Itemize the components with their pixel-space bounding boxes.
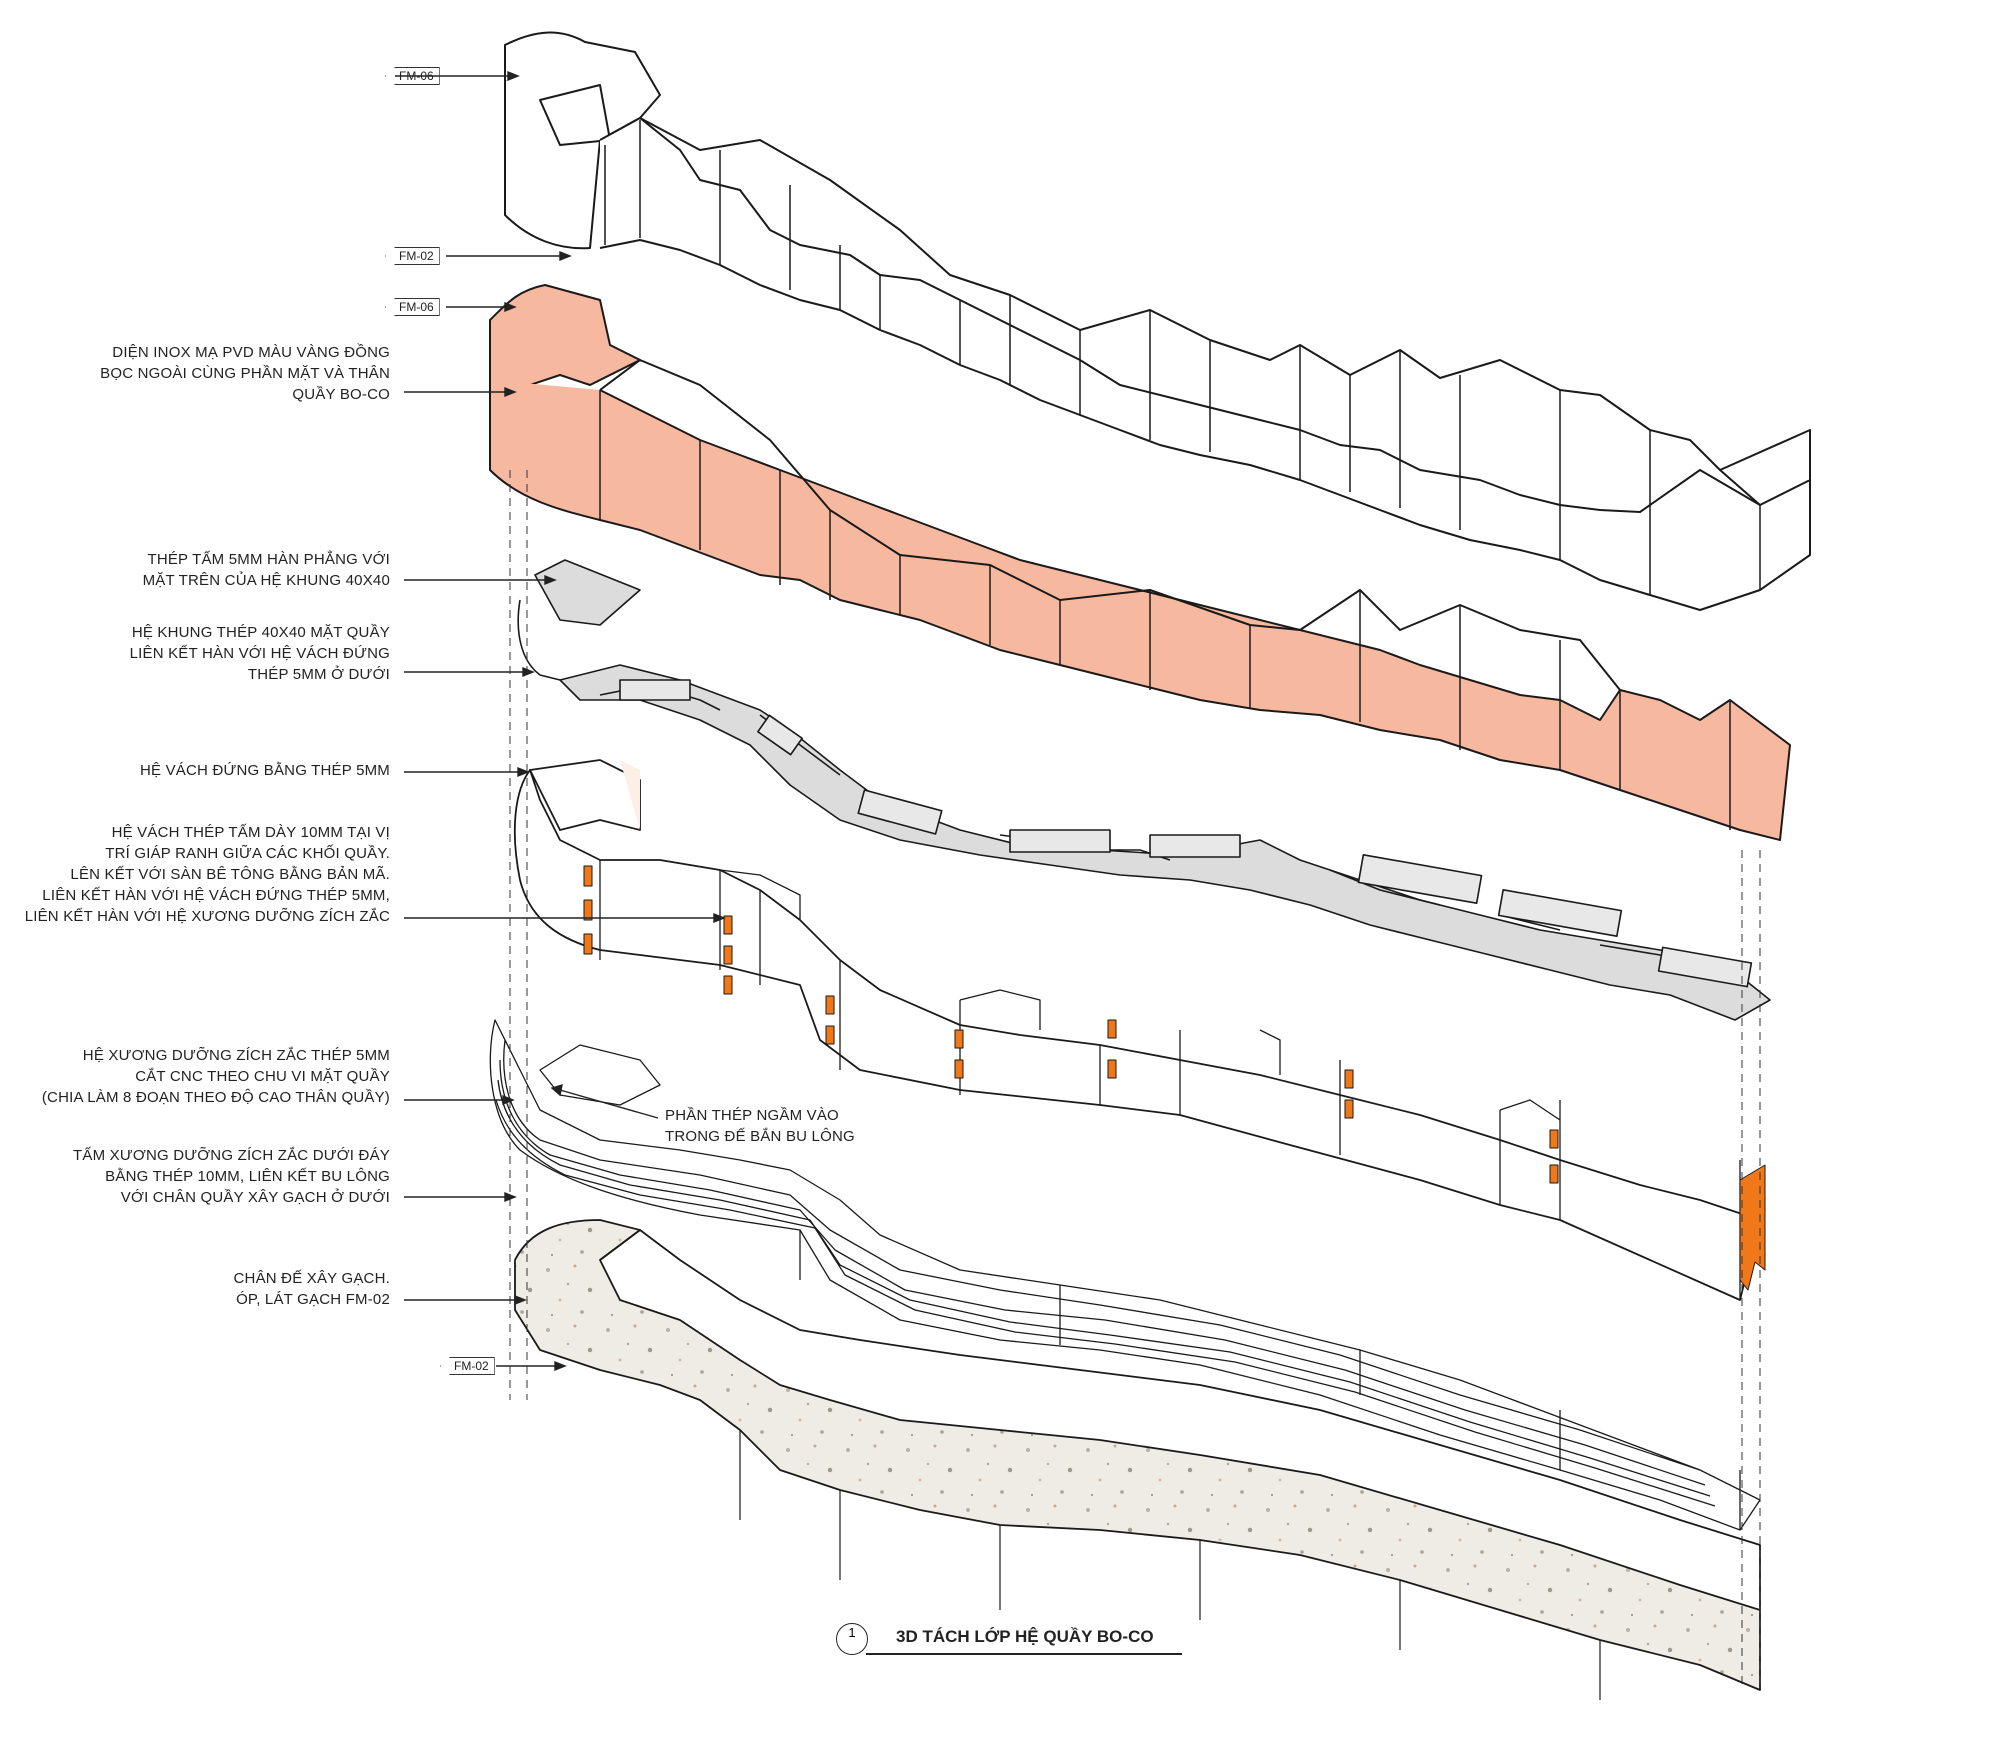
note-line: LÊN KẾT VỚI SÀN BÊ TÔNG BẰNG BẢN MÃ. — [70, 866, 390, 883]
alignment-lines — [509, 470, 1761, 1690]
note-line: ÓP, LÁT GẠCH FM-02 — [236, 1291, 390, 1308]
note-line: MẶT TRÊN CỦA HỆ KHUNG 40X40 — [142, 572, 390, 589]
note-line: LIÊN KẾT HÀN VỚI HỆ VÁCH ĐỨNG — [129, 645, 390, 662]
material-tag-fm06-skin: FM-06 — [385, 298, 440, 316]
note-line: CẮT CNC THEO CHU VI MẶT QUẦY — [135, 1068, 390, 1085]
note-line: BẰNG THÉP 10MM, LIÊN KẾT BU LÔNG — [105, 1168, 390, 1185]
rib-layer — [489, 1019, 1761, 1531]
material-tag-fm06-top: FM-06 — [385, 67, 440, 85]
note-line: BỌC NGOÀI CÙNG PHẦN MẶT VÀ THÂN — [100, 365, 390, 382]
note-line: (CHIA LÀM 8 ĐOẠN THEO ĐỘ CAO THÂN QUẦY) — [41, 1089, 390, 1106]
drawing-title-text: 3D TÁCH LỚP HỆ QUẦY BO-CO — [896, 1627, 1154, 1646]
note-pvd-skin: DIỆN INOX MẠ PVD MÀU VÀNG ĐỒNG BỌC NGOÀI… — [100, 342, 390, 405]
note-brick-base: CHÂN ĐẾ XÂY GẠCH. ÓP, LÁT GẠCH FM-02 — [234, 1268, 391, 1310]
note-line: THÉP TẤM 5MM HÀN PHẲNG VỚI — [147, 551, 390, 568]
note-line: PHẦN THÉP NGẦM VÀO — [665, 1107, 839, 1124]
note-embedded-steel: PHẦN THÉP NGẦM VÀO TRONG ĐẾ BẮN BU LÔNG — [665, 1105, 855, 1147]
note-10mm-plates: HỆ VÁCH THÉP TẤM DÀY 10MM TẠI VỊ TRÍ GIÁ… — [25, 822, 390, 927]
note-line: HỆ XƯƠNG DƯỠNG ZÍCH ZẮC THÉP 5MM — [82, 1047, 390, 1064]
note-vertical-walls: HỆ VÁCH ĐỨNG BẰNG THÉP 5MM — [140, 760, 390, 781]
material-tag-fm02-top: FM-02 — [385, 247, 440, 265]
note-line: QUẦY BO-CO — [292, 386, 390, 403]
pvd-skin-layer — [489, 284, 1791, 841]
wall-layer — [513, 759, 1766, 1301]
note-line: DIỆN INOX MẠ PVD MÀU VÀNG ĐỒNG — [112, 344, 390, 361]
material-tag-fm02-base: FM-02 — [440, 1357, 495, 1375]
note-steel-plate: THÉP TẤM 5MM HÀN PHẲNG VỚI MẶT TRÊN CỦA … — [143, 549, 390, 591]
note-line: TRÍ GIÁP RANH GIỮA CÁC KHỐI QUẦY. — [105, 845, 390, 862]
note-line: TRONG ĐẾ BẮN BU LÔNG — [665, 1128, 855, 1145]
drawing-number: 1 — [848, 1625, 856, 1640]
note-zigzag-ribs: HỆ XƯƠNG DƯỠNG ZÍCH ZẮC THÉP 5MM CẮT CNC… — [42, 1045, 390, 1108]
note-line: VỚI CHÂN QUẦY XÂY GẠCH Ở DƯỚI — [120, 1189, 390, 1206]
note-line: HỆ VÁCH ĐỨNG BẰNG THÉP 5MM — [140, 762, 390, 779]
title-underline — [866, 1653, 1182, 1655]
note-line: HỆ KHUNG THÉP 40X40 MẶT QUẦY — [131, 624, 390, 641]
note-line: CHÂN ĐẾ XÂY GẠCH. — [233, 1270, 390, 1287]
note-line: TẤM XƯƠNG DƯỠNG ZÍCH ZẮC DƯỚI ĐÁY — [73, 1147, 390, 1164]
note-frame-40x40: HỆ KHUNG THÉP 40X40 MẶT QUẦY LIÊN KẾT HÀ… — [130, 622, 390, 685]
note-line: THÉP 5MM Ở DƯỚI — [247, 666, 390, 683]
brick-base-layer — [514, 1219, 1761, 1700]
note-bottom-rib: TẤM XƯƠNG DƯỠNG ZÍCH ZẮC DƯỚI ĐÁY BẰNG T… — [73, 1145, 390, 1208]
drawing-number-bubble: 1 — [836, 1623, 868, 1655]
frame-layer — [517, 559, 1771, 1021]
top-shell-layer — [504, 31, 1811, 611]
leader-lines — [395, 70, 726, 1372]
note-line: LIÊN KẾT HÀN VỚI HỆ XƯƠNG DƯỠNG ZÍCH ZẮC — [24, 908, 390, 925]
note-line: HỆ VÁCH THÉP TẤM DÀY 10MM TẠI VỊ — [111, 824, 390, 841]
note-line: LIÊN KẾT HÀN VỚI HỆ VÁCH ĐỨNG THÉP 5MM, — [42, 887, 390, 904]
